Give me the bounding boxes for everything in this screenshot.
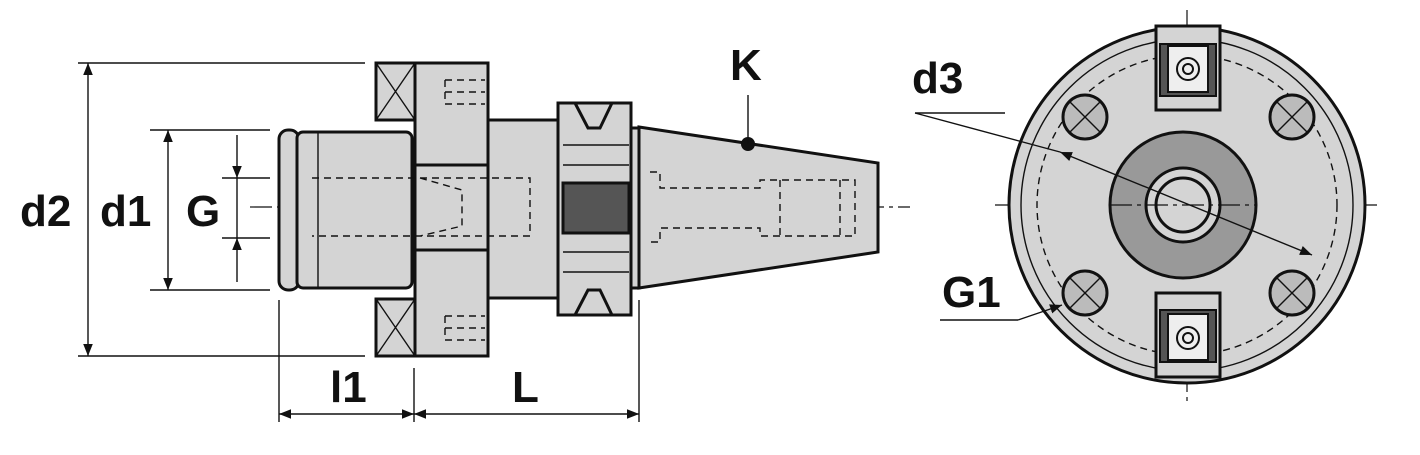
label-d1: d1 bbox=[100, 187, 151, 236]
mounting-hole-bottom-right bbox=[1268, 269, 1316, 317]
inner-bore bbox=[312, 171, 856, 243]
side-view bbox=[250, 61, 910, 358]
bolt-circle bbox=[1036, 54, 1338, 356]
v-flange-core bbox=[561, 181, 631, 235]
front-drive-key-bottom bbox=[1154, 291, 1222, 379]
dimensions-side: d2 d1 G l1 L K bbox=[20, 41, 762, 422]
label-g: G bbox=[186, 187, 220, 236]
taper-shank bbox=[637, 125, 880, 290]
mounting-hole-bottom-left bbox=[1061, 269, 1109, 317]
front-view: d3 G1 bbox=[912, 10, 1380, 405]
front-drive-key-top bbox=[1154, 24, 1222, 112]
label-l1: l1 bbox=[330, 363, 367, 412]
label-d3: d3 bbox=[912, 54, 963, 103]
dim-line-d3 bbox=[1059, 151, 1313, 256]
label-l: L bbox=[512, 363, 539, 412]
mounting-hole-top-right bbox=[1268, 93, 1316, 141]
flange-bottom bbox=[413, 248, 490, 358]
body-cylinder bbox=[486, 118, 560, 300]
label-d2: d2 bbox=[20, 187, 71, 236]
label-g1: G1 bbox=[942, 268, 1001, 317]
flange-top bbox=[413, 61, 490, 167]
collet-nut bbox=[295, 130, 414, 290]
label-k: K bbox=[730, 41, 762, 90]
mounting-hole-top-left bbox=[1061, 93, 1109, 141]
